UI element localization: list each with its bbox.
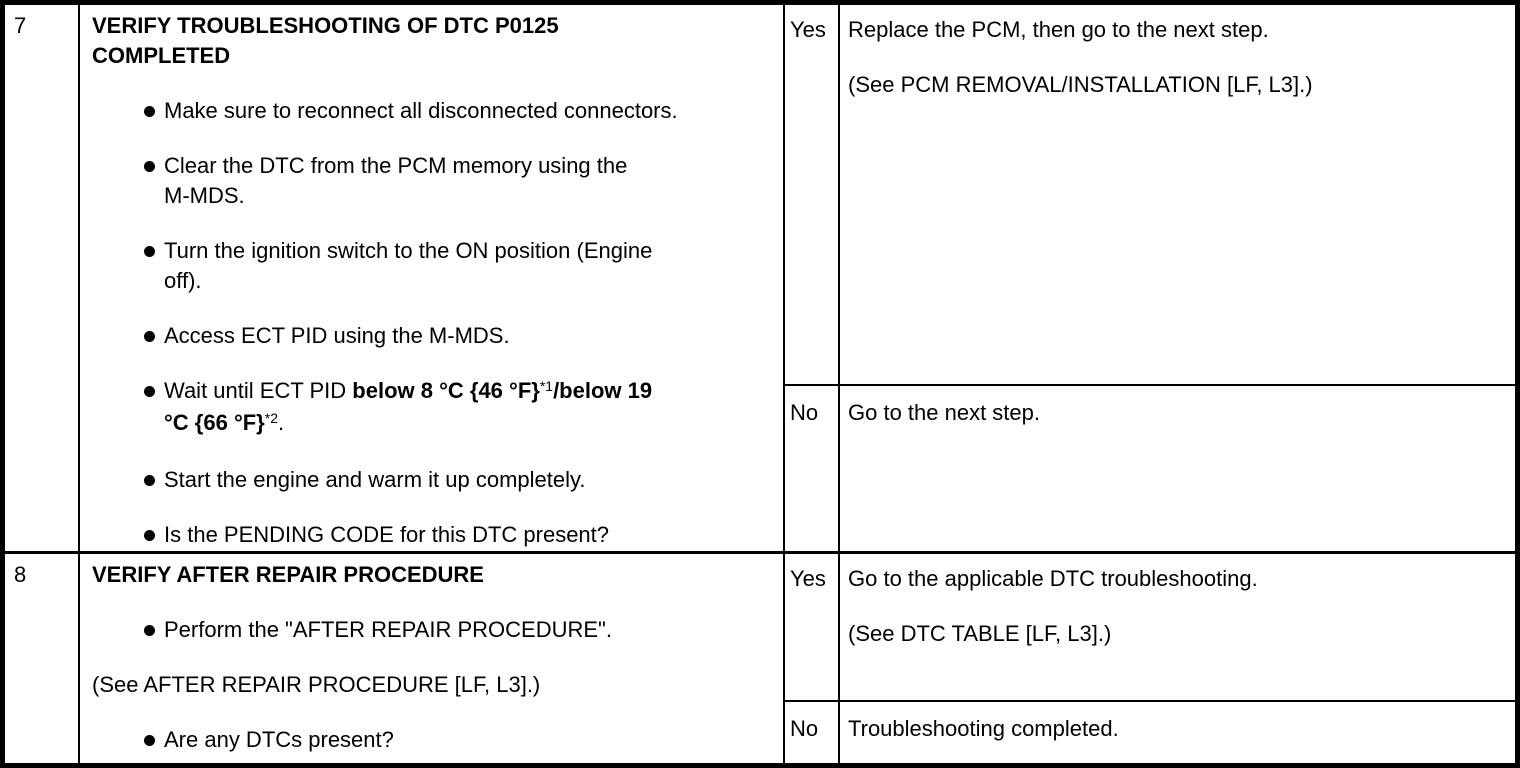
text-segment: Is the PENDING CODE for this DTC present… (164, 522, 610, 547)
bullet-icon (144, 735, 155, 746)
text-segment: Perform the "AFTER REPAIR PROCEDURE". (164, 617, 612, 642)
result-paragraph: Replace the PCM, then go to the next ste… (848, 17, 1269, 42)
yes-subrow: Yes Replace the PCM, then go to the next … (785, 5, 1515, 386)
text-segment: Start the engine and warm it up complete… (164, 467, 586, 492)
no-result-cell: Troubleshooting completed. (840, 702, 1515, 763)
result-paragraph: Troubleshooting completed. (848, 716, 1119, 741)
action-paragraph: (See AFTER REPAIR PROCEDURE [LF, L3].) (92, 670, 777, 700)
text-line: Perform the "AFTER REPAIR PROCEDURE". (164, 615, 777, 645)
result-paragraph: (See DTC TABLE [LF, L3].) (848, 621, 1112, 646)
text-line: Make sure to reconnect all disconnected … (164, 96, 777, 126)
text-line: off). (164, 266, 777, 296)
text-segment: Turn the ignition switch to the ON posit… (164, 238, 653, 263)
bullet-item: Access ECT PID using the M-MDS. (92, 321, 777, 351)
text-line: (See AFTER REPAIR PROCEDURE [LF, L3].) (92, 670, 777, 700)
text-segment: °C {66 °F} (164, 410, 265, 435)
yes-label: Yes (785, 554, 840, 700)
no-subrow: No Troubleshooting completed. (785, 702, 1515, 763)
text-segment: . (277, 410, 285, 435)
bullet-item: Are any DTCs present? (92, 725, 777, 755)
result-section: Yes Go to the applicable DTC troubleshoot… (785, 554, 1515, 763)
text-segment: Make sure to reconnect all disconnected … (164, 98, 678, 123)
bullet-item: Make sure to reconnect all disconnected … (92, 96, 777, 126)
text-segment: Clear the DTC from the PCM memory using … (164, 153, 628, 178)
text-line: Access ECT PID using the M-MDS. (164, 321, 777, 351)
text-line: Turn the ignition switch to the ON posit… (164, 236, 777, 266)
text-segment: M-MDS. (164, 183, 245, 208)
text-line: M-MDS. (164, 181, 777, 211)
bullet-icon (144, 161, 155, 172)
text-line: Clear the DTC from the PCM memory using … (164, 151, 777, 181)
bullet-icon (144, 625, 155, 636)
title-line: VERIFY AFTER REPAIR PROCEDURE (92, 562, 484, 587)
no-subrow: No Go to the next step. (785, 386, 1515, 551)
title-line: COMPLETED (92, 43, 231, 68)
yes-subrow: Yes Go to the applicable DTC troubleshoot… (785, 554, 1515, 702)
result-section: Yes Replace the PCM, then go to the next … (785, 5, 1515, 551)
bullet-item: Clear the DTC from the PCM memory using … (92, 151, 777, 211)
text-line: Are any DTCs present? (164, 725, 777, 755)
text-line: Start the engine and warm it up complete… (164, 465, 777, 495)
text-segment: off). (164, 268, 202, 293)
bullet-icon (144, 386, 155, 397)
bullet-item: Turn the ignition switch to the ON posit… (92, 236, 777, 296)
text-segment: Are any DTCs present? (164, 727, 394, 752)
action-cell: VERIFY AFTER REPAIR PROCEDURE Perform the… (80, 554, 785, 763)
bullet-item: Is the PENDING CODE for this DTC present… (92, 520, 777, 550)
step-number: 8 (5, 554, 80, 763)
bullet-icon (144, 106, 155, 117)
footnote-marker: *1 (539, 378, 554, 394)
bullet-item: Perform the "AFTER REPAIR PROCEDURE". (92, 615, 777, 645)
table-row-step-8: 8 VERIFY AFTER REPAIR PROCEDURE Perform th… (5, 554, 1515, 763)
step-number: 7 (5, 5, 80, 551)
yes-result-cell: Go to the applicable DTC troubleshooting… (840, 554, 1515, 700)
no-label: No (785, 702, 840, 763)
text-segment: Access ECT PID using the M-MDS. (164, 323, 510, 348)
no-label: No (785, 386, 840, 551)
text-segment: below 8 °C {46 °F} (352, 378, 540, 403)
yes-result-cell: Replace the PCM, then go to the next ste… (840, 5, 1515, 384)
text-line: Is the PENDING CODE for this DTC present… (164, 520, 777, 550)
bullet-icon (144, 246, 155, 257)
bullet-icon (144, 530, 155, 541)
text-line: °C {66 °F}*2. (164, 408, 777, 440)
action-title: VERIFY AFTER REPAIR PROCEDURE (92, 560, 777, 590)
text-segment: Wait until ECT PID (164, 378, 353, 403)
text-segment: (See AFTER REPAIR PROCEDURE [LF, L3].) (92, 672, 541, 697)
bullet-icon (144, 475, 155, 486)
result-paragraph: Go to the applicable DTC troubleshooting… (848, 566, 1258, 591)
result-paragraph: (See PCM REMOVAL/INSTALLATION [LF, L3].) (848, 72, 1313, 97)
yes-label: Yes (785, 5, 840, 384)
bullet-icon (144, 331, 155, 342)
footnote-marker: *2 (264, 410, 278, 426)
bullet-item: Wait until ECT PID below 8 °C {46 °F}*1/… (92, 376, 777, 440)
title-line: VERIFY TROUBLESHOOTING OF DTC P0125 (92, 13, 559, 38)
text-segment: /below 19 (553, 378, 653, 403)
bullet-item: Start the engine and warm it up complete… (92, 465, 777, 495)
text-line: Wait until ECT PID below 8 °C {46 °F}*1/… (164, 376, 777, 408)
result-paragraph: Go to the next step. (848, 400, 1041, 425)
no-result-cell: Go to the next step. (840, 386, 1515, 551)
